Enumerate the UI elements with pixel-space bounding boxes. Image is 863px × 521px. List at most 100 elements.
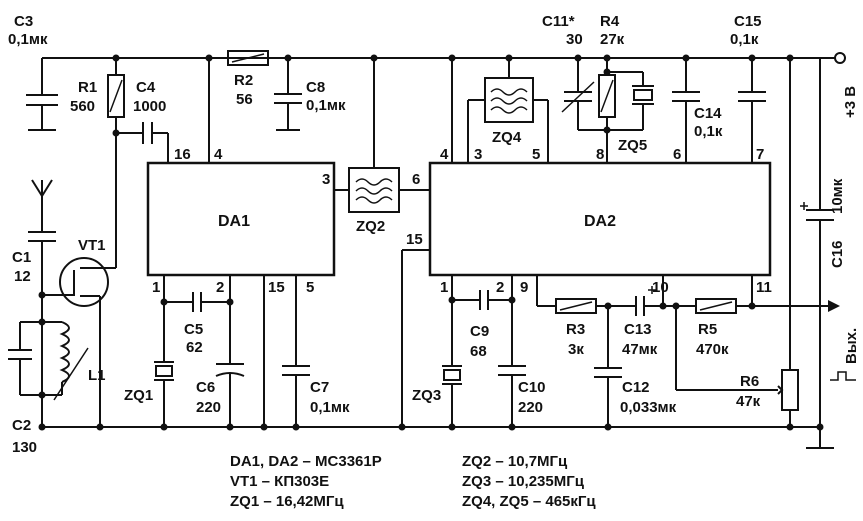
c3-value: 0,1мк	[8, 31, 48, 48]
resonator-zq5	[607, 71, 654, 131]
capacitor-c13	[635, 286, 676, 316]
junction-dots	[38, 54, 824, 431]
output-terminal-label: Вых.	[843, 328, 860, 364]
legend-line-3: ZQ1 – 16,42МГц	[230, 493, 344, 510]
da1-chip	[146, 161, 336, 277]
c13-ref: C13	[624, 321, 652, 338]
filter-zq2	[348, 167, 400, 213]
c10-value: 220	[518, 399, 543, 416]
r2-ref: R2	[234, 72, 253, 89]
resistor-r1	[107, 58, 125, 268]
c8-value: 0,1мк	[306, 97, 346, 114]
pulse-icon	[830, 371, 856, 381]
c15-value: 0,1к	[730, 31, 759, 48]
r1-ref: R1	[78, 79, 97, 96]
resistor-r2	[227, 50, 269, 66]
da2-pin-6: 6	[673, 146, 681, 163]
r5-value: 470к	[696, 341, 729, 358]
r1-value: 560	[70, 98, 95, 115]
da2-pin-8: 8	[596, 146, 604, 163]
da2-pin-1: 1	[440, 279, 448, 296]
da2-pin-3: 3	[474, 146, 482, 163]
da1-pin-4: 4	[214, 146, 223, 163]
r6-ref: R6	[740, 373, 759, 390]
r3-ref: R3	[566, 321, 585, 338]
da1-pin-3: 3	[322, 171, 330, 188]
resistor-r5	[695, 298, 737, 314]
r4-value: 27к	[600, 31, 625, 48]
c14-value: 0,1к	[694, 123, 723, 140]
resistor-r6	[676, 58, 799, 427]
c9-ref: C9	[470, 323, 489, 340]
zq3-label: ZQ3	[412, 387, 441, 404]
c6-ref: C6	[196, 379, 215, 396]
zq5-label: ZQ5	[618, 137, 647, 154]
c15-ref: C15	[734, 13, 762, 30]
da2-pin-2: 2	[496, 279, 504, 296]
c5-value: 62	[186, 339, 203, 356]
da2-pin-4: 4	[440, 146, 449, 163]
r5-ref: R5	[698, 321, 717, 338]
da1-label: DA1	[218, 213, 250, 230]
da1-pin-16: 16	[174, 146, 191, 163]
c2-ref: C2	[12, 417, 31, 434]
c1-value: 12	[14, 268, 31, 285]
c10-ref: C10	[518, 379, 546, 396]
da2-pin-11: 11	[756, 279, 772, 296]
da2-pin-9: 9	[520, 279, 528, 296]
output-arrow	[828, 300, 840, 312]
r2-value: 56	[236, 91, 253, 108]
c4-ref: C4	[136, 79, 156, 96]
legend-line-5: ZQ3 – 10,235МГц	[462, 473, 585, 490]
da1-pin-15: 15	[268, 279, 285, 296]
capacitor-c3	[26, 58, 58, 131]
da2-pin-6-left: 6	[412, 171, 420, 188]
capacitor-c11	[561, 58, 607, 131]
c13-value: 47мк	[622, 341, 658, 358]
capacitor-c5	[164, 292, 230, 312]
c9-value: 68	[470, 343, 487, 360]
legend-line-1: DA1, DA2 – MC3361P	[230, 453, 382, 470]
transistor-vt1	[42, 257, 116, 427]
c7-ref: C7	[310, 379, 329, 396]
power-terminal	[834, 52, 846, 64]
c12-ref: C12	[622, 379, 650, 396]
da2-pin-5: 5	[532, 146, 540, 163]
zq2-label: ZQ2	[356, 218, 385, 235]
legend-line-6: ZQ4, ZQ5 – 465кГц	[462, 493, 596, 510]
r6-value: 47к	[736, 393, 761, 410]
c11-value: 30	[566, 31, 583, 48]
crystal-zq1	[154, 361, 174, 427]
c1-ref: C1	[12, 249, 31, 266]
c16-value: 10мк	[829, 178, 846, 214]
antenna	[31, 179, 53, 232]
c16-ref: C16	[829, 240, 846, 268]
c4-value: 1000	[133, 98, 166, 115]
capacitor-c7	[282, 365, 310, 427]
legend-line-4: ZQ2 – 10,7МГц	[462, 453, 568, 470]
capacitor-c16	[800, 58, 834, 427]
capacitor-c8	[274, 58, 302, 131]
zq1-label: ZQ1	[124, 387, 153, 404]
da2-pin-10: 10	[652, 279, 669, 296]
filter-zq4	[467, 58, 549, 163]
capacitor-c10	[498, 365, 526, 427]
da1-pin-2: 2	[216, 279, 224, 296]
da2-pin-15: 15	[406, 231, 423, 248]
capacitor-c6	[215, 363, 245, 427]
inductor-l1	[42, 321, 89, 401]
r4-ref: R4	[600, 13, 620, 30]
da1-pin-5: 5	[306, 279, 314, 296]
capacitor-c12	[594, 367, 622, 427]
c5-ref: C5	[184, 321, 203, 338]
c8-ref: C8	[306, 79, 325, 96]
da1-pin-1: 1	[152, 279, 160, 296]
vt1-label: VT1	[78, 237, 106, 254]
capacitor-c15	[738, 58, 766, 163]
da2-pin-7: 7	[756, 146, 764, 163]
c3-ref: C3	[14, 13, 33, 30]
capacitor-c4	[116, 122, 169, 163]
c11-ref: C11*	[542, 13, 575, 30]
legend-line-2: VT1 – КП303Е	[230, 473, 329, 490]
